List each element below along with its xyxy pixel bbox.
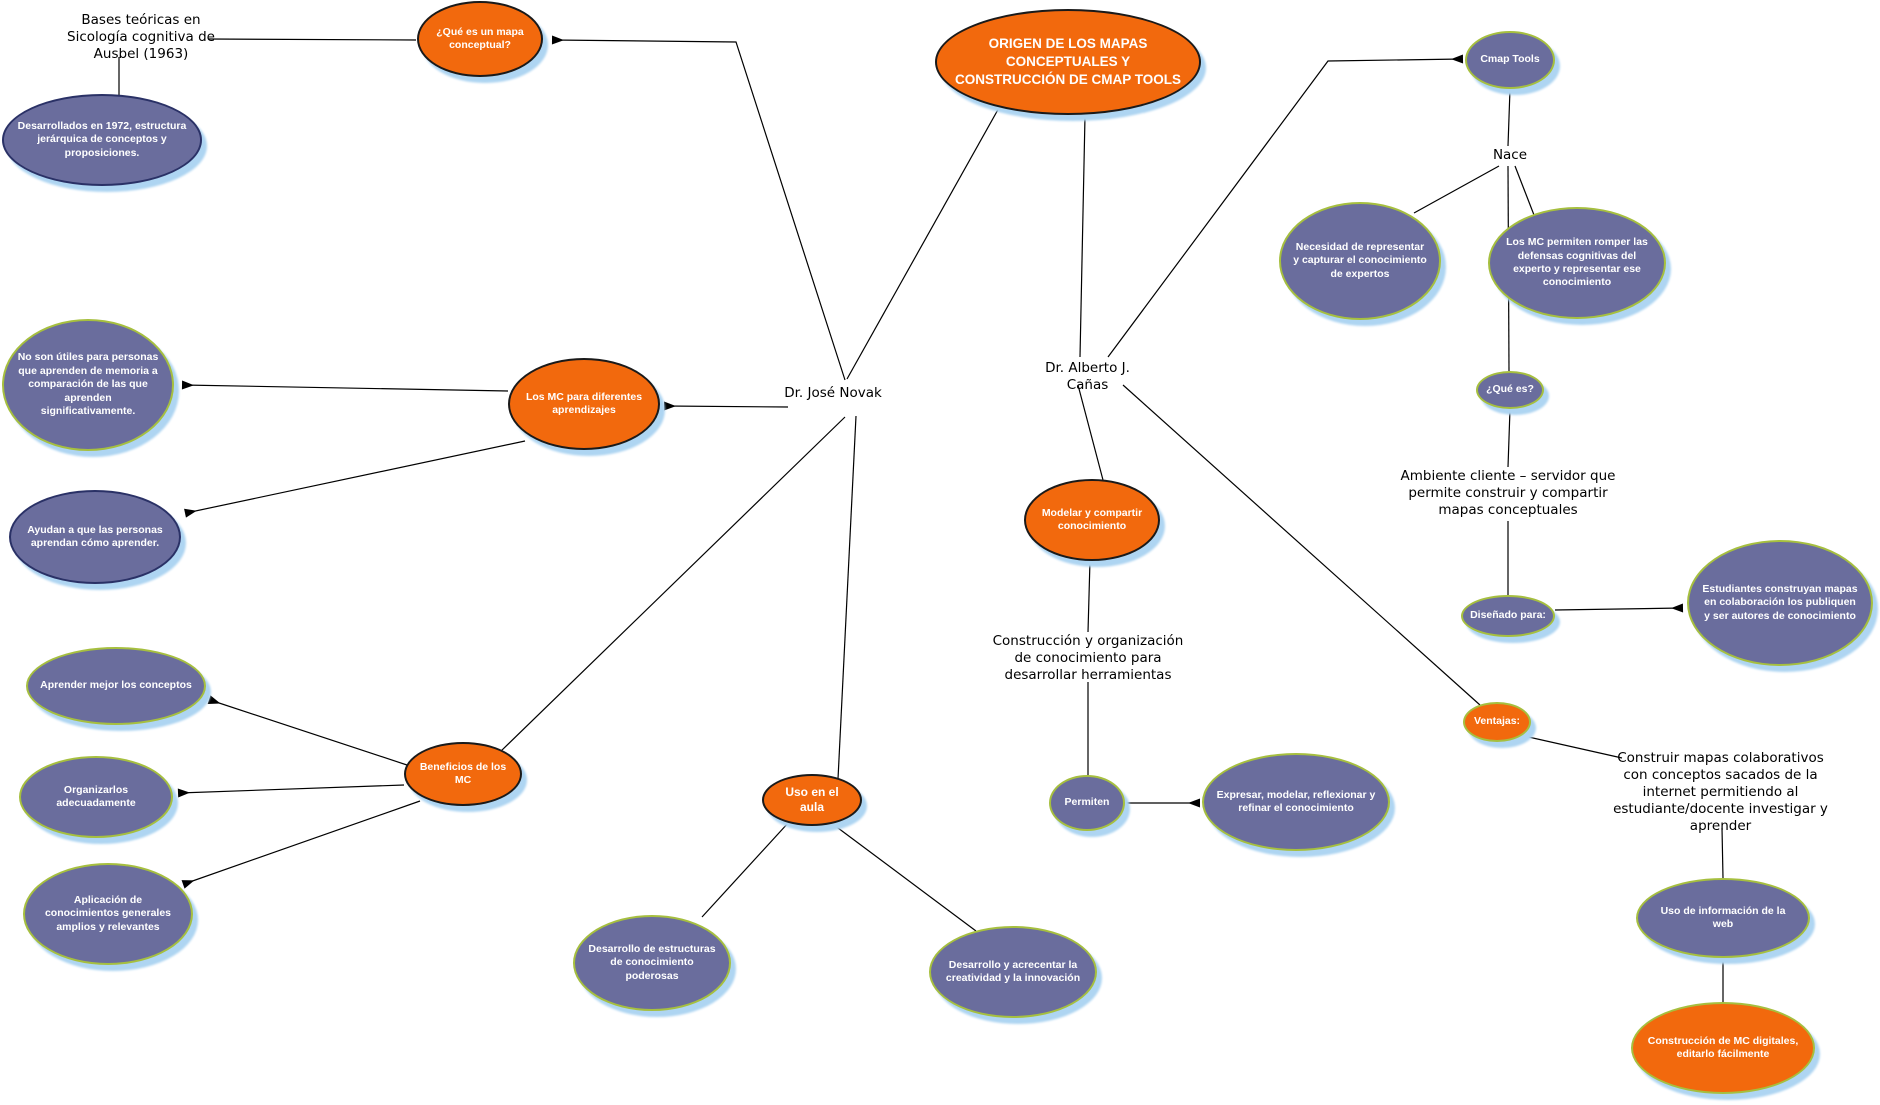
label-construir-mapas-colaborativos[interactable]: Construir mapas colaborativos con concep… [1613,750,1828,834]
link-nace-to-mc-permiten [1514,165,1535,216]
link-canas-to-modelar [1077,384,1104,481]
node-ventajas[interactable]: Ventajas: [1463,702,1531,742]
node-desarrollados-1972-text: Desarrollados en 1972, estructura jerárq… [17,119,187,159]
link-mc-aprendizajes-to-ayudan [184,440,526,518]
link-beneficios-to-organizarlos [177,784,405,798]
node-no-son-utiles[interactable]: No son útiles para personas que aprenden… [2,319,174,451]
node-cmap-tools[interactable]: Cmap Tools [1465,31,1555,89]
node-disenado-para-text: Diseñado para: [1470,609,1546,622]
node-ventajas-text: Ventajas: [1473,715,1521,728]
link-canas-to-cmaptools [1107,54,1464,358]
link-cmaptools-to-nace [1507,88,1511,147]
node-mc-permiten-romper[interactable]: Los MC permiten romper las defensas cogn… [1488,207,1666,319]
node-modelar-compartir-text: Modelar y compartir conocimiento [1041,506,1143,532]
node-expresar-modelar[interactable]: Expresar, modelar, reflexionar y refinar… [1202,753,1390,851]
node-origen-title[interactable]: ORIGEN DE LOS MAPAS CONCEPTUALES Y CONST… [935,9,1201,115]
node-permiten-text: Permiten [1064,796,1110,809]
node-no-son-utiles-text: No son útiles para personas que aprenden… [17,351,159,418]
link-mc-aprendizajes-to-no-son-utiles [181,380,509,392]
link-title-to-novak [846,105,1001,380]
node-disenado-para[interactable]: Diseñado para: [1461,595,1555,637]
node-organizarlos-text: Organizarlos adecuadamente [56,783,136,809]
node-desarrollo-estructuras[interactable]: Desarrollo de estructuras de conocimient… [573,915,731,1011]
label-dr-alberto-canas[interactable]: Dr. Alberto J. Cañas [1045,360,1130,393]
link-novak-to-beneficios [499,416,846,753]
link-novak-to-uso-aula [837,415,857,780]
label-ambiente-cliente[interactable]: Ambiente cliente – servidor que permite … [1400,468,1616,518]
node-mc-diferentes-aprendizajes-text: Los MC para diferentes aprendizajes [525,390,643,416]
node-uso-en-el-aula-text: Uso en el aula [785,784,839,814]
link-beneficios-to-aplicacion [181,800,421,889]
node-aprender-mejor[interactable]: Aprender mejor los conceptos [26,647,206,725]
node-necesidad-representar[interactable]: Necesidad de representar y capturar el c… [1279,202,1441,320]
node-beneficios[interactable]: Beneficios de los MC [404,742,522,806]
node-desarrollo-estructuras-text: Desarrollo de estructuras de conocimient… [588,942,716,982]
node-necesidad-representar-text: Necesidad de representar y capturar el c… [1293,240,1427,280]
link-disenado-to-estudiantes [1554,603,1684,613]
node-expresar-modelar-text: Expresar, modelar, reflexionar y refinar… [1216,788,1376,814]
link-novak-to-mc-aprendizajes [663,401,789,411]
link-canas-to-ventajas [1122,384,1481,706]
node-uso-informacion-web-text: Uso de información de la web [1660,904,1786,930]
node-organizarlos[interactable]: Organizarlos adecuadamente [19,756,173,838]
node-construccion-mc-digitales[interactable]: Construcción de MC digitales, editarlo f… [1631,1002,1815,1094]
node-mc-permiten-romper-text: Los MC permiten romper las defensas cogn… [1506,236,1648,289]
node-aplicacion-conocimientos[interactable]: Aplicación de conocimientos generales am… [23,863,193,965]
node-que-es[interactable]: ¿Qué es? [1476,371,1544,409]
link-nace-to-necesidad [1413,165,1500,214]
node-cmap-tools-text: Cmap Tools [1480,53,1540,66]
label-dr-jose-novak[interactable]: Dr. José Novak [784,385,882,401]
link-title-to-canas [1079,115,1086,358]
label-construccion-organizacion[interactable]: Construcción y organización de conocimie… [992,633,1184,683]
link-que-es-to-ambiente [1507,408,1511,468]
node-ayudan-aprender-text: Ayudan a que las personas aprendan cómo … [27,523,163,549]
link-beneficios-to-aprender-mejor [207,695,408,766]
node-mc-diferentes-aprendizajes[interactable]: Los MC para diferentes aprendizajes [508,358,660,450]
node-que-es-mapa-conceptual-text: ¿Qué es un mapa conceptual? [436,25,524,51]
node-aprender-mejor-text: Aprender mejor los conceptos [40,679,192,692]
node-construccion-mc-digitales-text: Construcción de MC digitales, editarlo f… [1647,1034,1799,1060]
node-modelar-compartir[interactable]: Modelar y compartir conocimiento [1024,479,1160,561]
node-estudiantes-construyan[interactable]: Estudiantes construyan mapas en colabora… [1687,540,1873,666]
link-construir-mapas-to-uso-informacion [1721,827,1724,879]
link-uso-aula-to-desarrollo-creatividad [833,824,977,932]
node-que-es-mapa-conceptual[interactable]: ¿Qué es un mapa conceptual? [417,1,543,77]
node-desarrollo-creatividad-text: Desarrollo y acrecentar la creatividad y… [945,958,1081,984]
node-beneficios-text: Beneficios de los MC [419,760,507,786]
node-origen-title-text: ORIGEN DE LOS MAPAS CONCEPTUALES Y CONST… [954,35,1181,88]
link-uso-aula-to-desarrollo-estructuras [701,821,790,918]
node-aplicacion-conocimientos-text: Aplicación de conocimientos generales am… [44,893,172,933]
label-bases-teoricas[interactable]: Bases teóricas en Sicología cognitiva de… [67,12,215,62]
link-modelar-to-construccion-org [1087,559,1091,633]
link-bases-to-que-es-mapa [207,38,417,41]
node-desarrollo-creatividad[interactable]: Desarrollo y acrecentar la creatividad y… [929,926,1097,1018]
node-desarrollados-1972[interactable]: Desarrollados en 1972, estructura jerárq… [2,94,202,186]
node-que-es-text: ¿Qué es? [1486,383,1534,396]
label-nace[interactable]: Nace [1492,147,1528,163]
node-uso-informacion-web[interactable]: Uso de información de la web [1636,878,1810,958]
node-permiten[interactable]: Permiten [1049,775,1125,831]
node-estudiantes-construyan-text: Estudiantes construyan mapas en colabora… [1702,582,1858,622]
link-ventajas-to-construir-mapas [1523,735,1623,759]
link-novak-to-que-es-mapa [551,35,846,381]
node-ayudan-aprender[interactable]: Ayudan a que las personas aprendan cómo … [9,490,181,584]
node-uso-en-el-aula[interactable]: Uso en el aula [762,774,862,826]
